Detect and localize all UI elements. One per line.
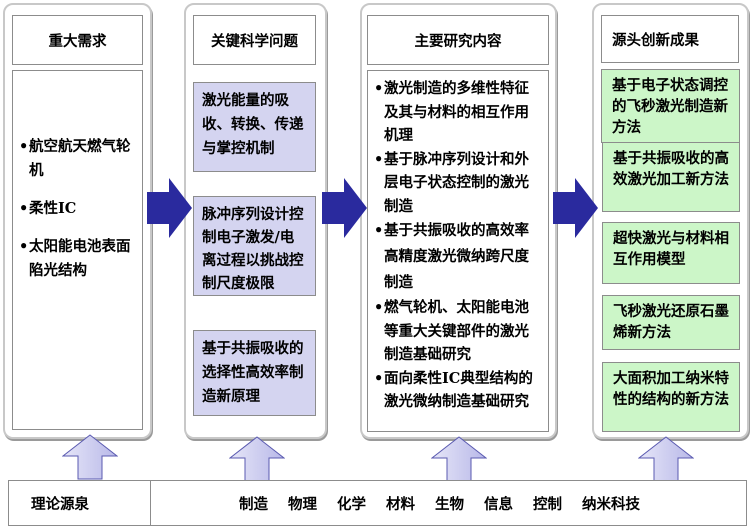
bullet-icon: •	[374, 369, 384, 387]
discipline: 信息	[484, 495, 513, 513]
bullet-icon: •	[374, 150, 384, 168]
column-key-science-questions-header: 关键科学问题	[193, 15, 316, 65]
research-item: • 基于脉冲序列设计和外层电子状态控制的激光制造	[374, 148, 542, 219]
up-arrow-icon	[638, 436, 694, 482]
theory-source-bar: 理论源泉 制造 物理 化学 材料 生物 信息 控制 纳米科技	[8, 480, 747, 526]
theory-source-label-cell: 理论源泉	[9, 481, 151, 525]
discipline: 纳米科技	[582, 495, 640, 513]
up-arrow-icon	[62, 434, 118, 480]
need-item: • 航空航天燃气轮机	[19, 135, 137, 183]
innovation-result-box: 基于电子状态调控的飞秒激光制造新方法	[601, 69, 740, 143]
need-item: • 太阳能电池表面陷光结构	[19, 235, 137, 283]
column-main-research-header: 主要研究内容	[367, 15, 549, 65]
column-major-needs-title: 重大需求	[48, 32, 107, 50]
disciplines-cell: 制造 物理 化学 材料 生物 信息 控制 纳米科技	[151, 481, 746, 525]
bullet-icon: •	[19, 200, 29, 217]
need-item: • 柔性IC	[19, 197, 137, 221]
bullet-icon: •	[19, 138, 29, 155]
column-main-research-title: 主要研究内容	[414, 32, 502, 50]
innovation-result-box: 基于共振吸收的高效激光加工新方法	[602, 142, 740, 212]
science-question-box: 脉冲序列设计控制电子激发/电离过程以挑战控制尺度极限	[193, 196, 316, 296]
column-major-needs-header: 重大需求	[12, 15, 143, 65]
discipline: 物理	[288, 495, 317, 513]
column-innovation-results-header: 源头创新成果	[601, 15, 739, 63]
theory-source-label: 理论源泉	[31, 495, 89, 513]
column-major-needs-body: • 航空航天燃气轮机 • 柔性IC • 太阳能电池表面陷光结构	[12, 70, 143, 430]
bullet-icon: •	[374, 80, 384, 97]
bullet-icon: •	[374, 222, 384, 239]
research-item: • 激光制造的多维性特征及其与材料的相互作用机理	[374, 77, 542, 148]
science-question-box: 基于共振吸收的选择性高效率制造新原理	[193, 330, 316, 416]
research-item: • 面向柔性IC典型结构的激光微纳制造基础研究	[374, 367, 542, 414]
up-arrow-icon	[431, 436, 487, 482]
research-item: • 基于共振吸收的高效率高精度激光微纳跨尺度制造	[374, 218, 542, 296]
column-innovation-results-title: 源头创新成果	[612, 31, 699, 49]
innovation-result-box: 大面积加工纳米特性的结构的新方法	[602, 362, 740, 432]
right-arrow-icon	[553, 178, 598, 238]
discipline: 化学	[337, 495, 366, 513]
column-main-research-body: • 激光制造的多维性特征及其与材料的相互作用机理 • 基于脉冲序列设计和外层电子…	[367, 70, 549, 432]
discipline: 控制	[533, 495, 562, 513]
up-arrow-icon	[229, 436, 285, 482]
discipline: 生物	[435, 495, 464, 513]
innovation-result-box: 飞秒激光还原石墨烯新方法	[602, 295, 740, 350]
discipline: 制造	[239, 495, 268, 513]
research-item: • 燃气轮机、太阳能电池等重大关键部件的激光制造基础研究	[374, 296, 542, 367]
bullet-icon: •	[374, 299, 384, 316]
bullet-icon: •	[19, 238, 29, 255]
innovation-result-box: 超快激光与材料相互作用模型	[602, 222, 740, 284]
discipline: 材料	[386, 495, 415, 513]
right-arrow-icon	[147, 178, 192, 238]
right-arrow-icon	[322, 178, 367, 238]
column-key-science-questions-title: 关键科学问题	[211, 32, 298, 50]
science-question-box: 激光能量的吸收、转换、传递与掌控机制	[193, 82, 316, 172]
